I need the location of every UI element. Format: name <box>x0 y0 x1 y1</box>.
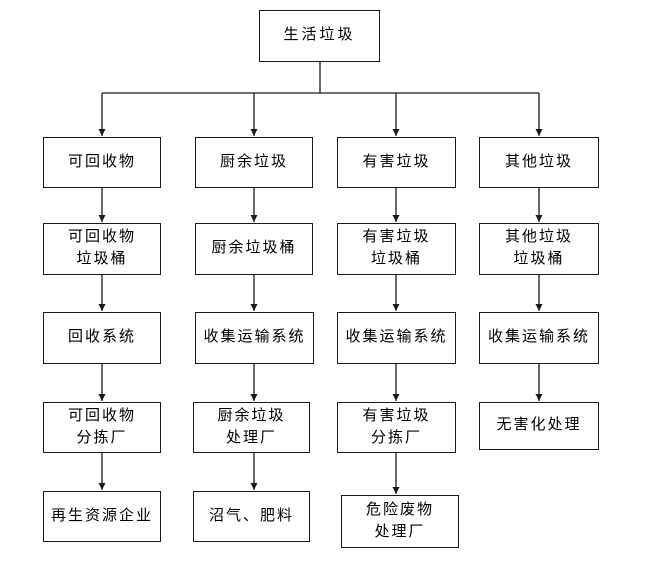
node-hazardous-waste-bin: 有害垃圾 垃圾桶 <box>337 223 456 275</box>
node-kitchen-waste: 厨余垃圾 <box>195 137 313 188</box>
node-recyclables-sorting-plant: 可回收物 分拣厂 <box>43 402 161 453</box>
node-recyclables-bin: 可回收物 垃圾桶 <box>43 223 161 275</box>
node-hazardous-waste-sorting-plant: 有害垃圾 分拣厂 <box>337 402 456 453</box>
node-other-waste-bin: 其他垃圾 垃圾桶 <box>479 223 599 275</box>
node-other-waste: 其他垃圾 <box>479 137 599 188</box>
node-recyclables: 可回收物 <box>43 137 161 188</box>
node-kitchen-waste-bin: 厨余垃圾桶 <box>195 223 313 275</box>
node-recycling-system: 回收系统 <box>43 312 161 364</box>
node-renewable-resource-enterprise: 再生资源企业 <box>43 491 161 542</box>
node-collection-transport-system-kitchen: 收集运输系统 <box>195 312 314 364</box>
node-kitchen-waste-treatment-plant: 厨余垃圾 处理厂 <box>193 402 310 453</box>
node-biogas-fertilizer: 沼气、肥料 <box>193 491 310 542</box>
node-collection-transport-system-other: 收集运输系统 <box>479 312 599 364</box>
node-hazardous-waste: 有害垃圾 <box>337 137 456 188</box>
node-collection-transport-system-hazardous: 收集运输系统 <box>337 312 456 364</box>
node-household-waste: 生活垃圾 <box>259 10 380 62</box>
node-dangerous-waste-treatment-plant: 危险废物 处理厂 <box>341 495 459 548</box>
node-harmless-treatment: 无害化处理 <box>479 402 599 450</box>
